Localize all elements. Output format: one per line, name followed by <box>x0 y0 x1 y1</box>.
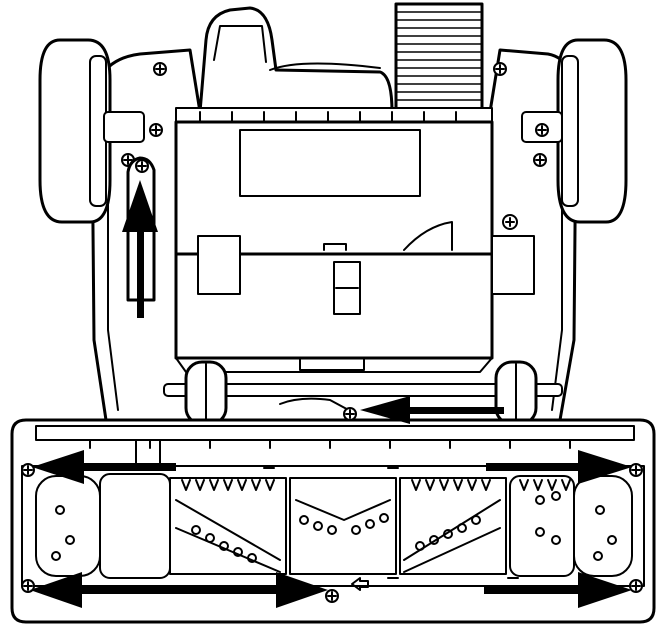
screw-icon <box>629 579 643 593</box>
brushroll <box>35 467 633 579</box>
direction-arrow-icon <box>32 450 176 484</box>
screw-icon <box>533 153 547 167</box>
direction-arrow-icon <box>486 450 632 484</box>
rear-wheel-right <box>521 38 628 224</box>
screw-icon <box>629 463 643 477</box>
direction-arrow-icon <box>122 180 158 318</box>
screw-icon <box>149 123 163 137</box>
handle-and-hose <box>198 2 484 114</box>
screw-icon <box>135 159 149 173</box>
screw-icon <box>502 214 518 230</box>
direction-arrow-icon <box>30 572 328 608</box>
direction-arrow-icon <box>360 396 504 424</box>
direction-arrow-icon <box>484 572 632 608</box>
screw-icon <box>21 463 35 477</box>
screw-icon <box>153 62 167 76</box>
main-housing <box>90 48 578 422</box>
release-arrow-icon <box>351 577 369 591</box>
axle-assembly <box>163 360 563 426</box>
screw-icon <box>325 589 339 603</box>
screw-icon <box>535 123 549 137</box>
screw-icon <box>493 62 507 76</box>
screw-icon <box>21 579 35 593</box>
screw-icon <box>343 407 357 421</box>
rear-wheel-left <box>38 38 145 224</box>
